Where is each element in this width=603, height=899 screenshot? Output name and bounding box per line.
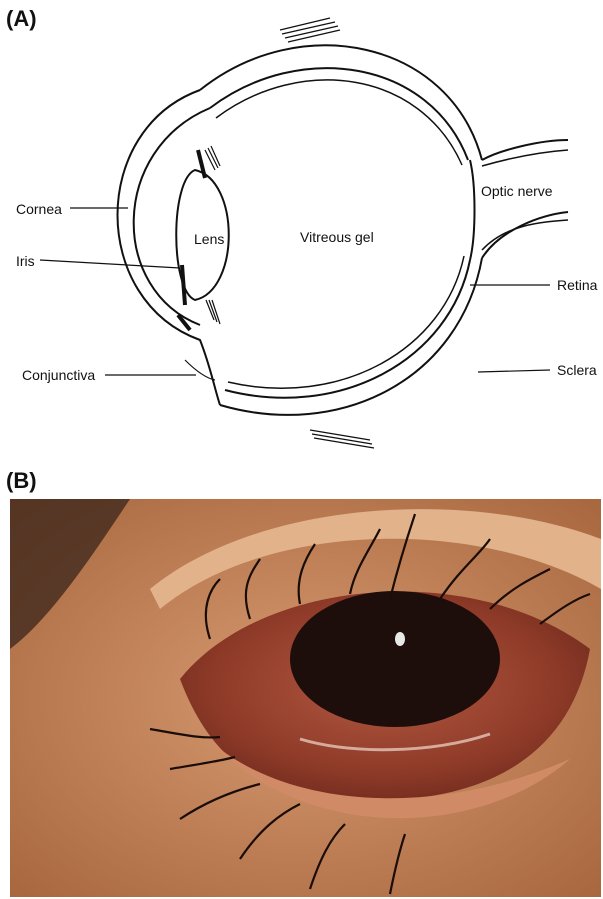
inflamed-eye-photo — [10, 499, 601, 897]
cornea-inner — [134, 108, 210, 325]
sclera-label: Sclera — [557, 362, 597, 378]
panel-b-label: (B) — [6, 468, 37, 494]
lens-label: Lens — [194, 231, 224, 247]
iris-label: Iris — [16, 253, 35, 269]
retina-label: Retina — [557, 277, 598, 293]
iris-leader — [40, 260, 180, 268]
pupil-iris — [290, 591, 500, 727]
vitreous-label: Vitreous gel — [300, 229, 374, 245]
cornea-label: Cornea — [16, 201, 62, 217]
optic-nerve-label: Optic nerve — [481, 183, 553, 199]
conjunctiva-label: Conjunctiva — [22, 367, 95, 383]
light-reflection — [395, 632, 405, 646]
eye-anatomy-diagram: Cornea Iris Conjunctiva Lens Vitreous ge… — [0, 0, 603, 460]
optic-nerve — [470, 140, 568, 260]
sclera-leader — [478, 370, 550, 372]
cornea-outer — [118, 90, 221, 405]
